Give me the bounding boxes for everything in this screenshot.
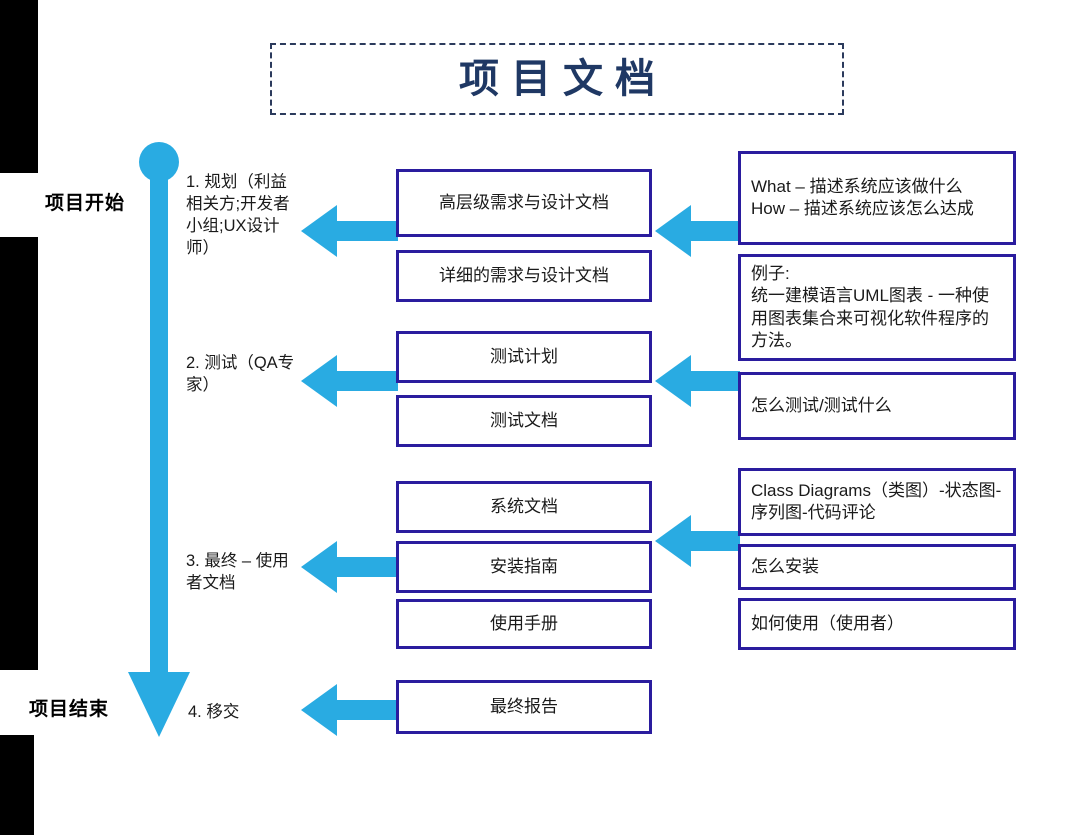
description-label-4: Class Diagrams（类图）-状态图-序列图-代码评论 [751,480,1002,522]
arrow-docs-to-phase-1-icon [301,205,398,257]
description-box-4[interactable]: Class Diagrams（类图）-状态图-序列图-代码评论 [738,468,1016,536]
description-box-6[interactable]: 如何使用（使用者） [738,598,1016,650]
left-edge-strip-middle [0,237,38,670]
document-box-2[interactable]: 详细的需求与设计文档 [396,250,652,302]
description-box-5[interactable]: 怎么安装 [738,544,1016,590]
phase-label-3: 3. 最终 – 使用者文档 [186,552,289,592]
description-box-3[interactable]: 怎么测试/测试什么 [738,372,1016,440]
description-label-3: 怎么测试/测试什么 [751,395,892,415]
document-box-7[interactable]: 使用手册 [396,599,652,649]
arrow-docs-to-phase-4-icon [301,684,398,736]
left-edge-strip-bottom [0,735,34,835]
timeline-shaft [150,160,168,685]
page-title: 项目文档 [459,56,667,101]
document-box-6[interactable]: 安装指南 [396,541,652,593]
description-box-2[interactable]: 例子: 统一建模语言UML图表 - 一种使用图表集合来可视化软件程序的方法。 [738,254,1016,361]
document-box-5[interactable]: 系统文档 [396,481,652,533]
diagram-title-box: 项目文档 [270,43,844,115]
description-box-1[interactable]: What – 描述系统应该做什么 How – 描述系统应该怎么达成 [738,151,1016,245]
arrow-desc-to-docs-2-icon [655,355,740,407]
document-label-3: 测试计划 [490,346,558,366]
document-label-7: 使用手册 [490,613,558,633]
milestone-project-end: 项目结束 [29,699,110,720]
left-edge-strip-top [0,0,38,173]
document-label-4: 测试文档 [490,410,558,430]
document-label-6: 安装指南 [490,556,558,576]
arrow-desc-to-docs-3-icon [655,515,740,567]
document-box-8[interactable]: 最终报告 [396,680,652,734]
phase-label-1: 1. 规划（利益相关方;开发者小组;UX设计师） [186,173,290,257]
document-label-1: 高层级需求与设计文档 [439,192,609,212]
arrow-docs-to-phase-2-icon [301,355,398,407]
description-label-1: What – 描述系统应该做什么 How – 描述系统应该怎么达成 [751,176,974,218]
document-label-2: 详细的需求与设计文档 [439,265,609,285]
description-label-5: 怎么安装 [751,556,819,576]
timeline-arrowhead-icon [128,672,190,737]
document-box-4[interactable]: 测试文档 [396,395,652,447]
phase-label-4: 4. 移交 [188,703,240,721]
milestone-project-start: 项目开始 [45,193,126,214]
description-label-2: 例子: 统一建模语言UML图表 - 一种使用图表集合来可视化软件程序的方法。 [751,264,989,350]
arrow-desc-to-docs-1-icon [655,205,740,257]
arrow-docs-to-phase-3-icon [301,541,398,593]
document-label-5: 系统文档 [490,496,558,516]
document-box-1[interactable]: 高层级需求与设计文档 [396,169,652,237]
document-label-8: 最终报告 [490,696,558,716]
description-label-6: 如何使用（使用者） [751,613,904,633]
phase-label-2: 2. 测试（QA专家） [186,354,295,394]
document-box-3[interactable]: 测试计划 [396,331,652,383]
